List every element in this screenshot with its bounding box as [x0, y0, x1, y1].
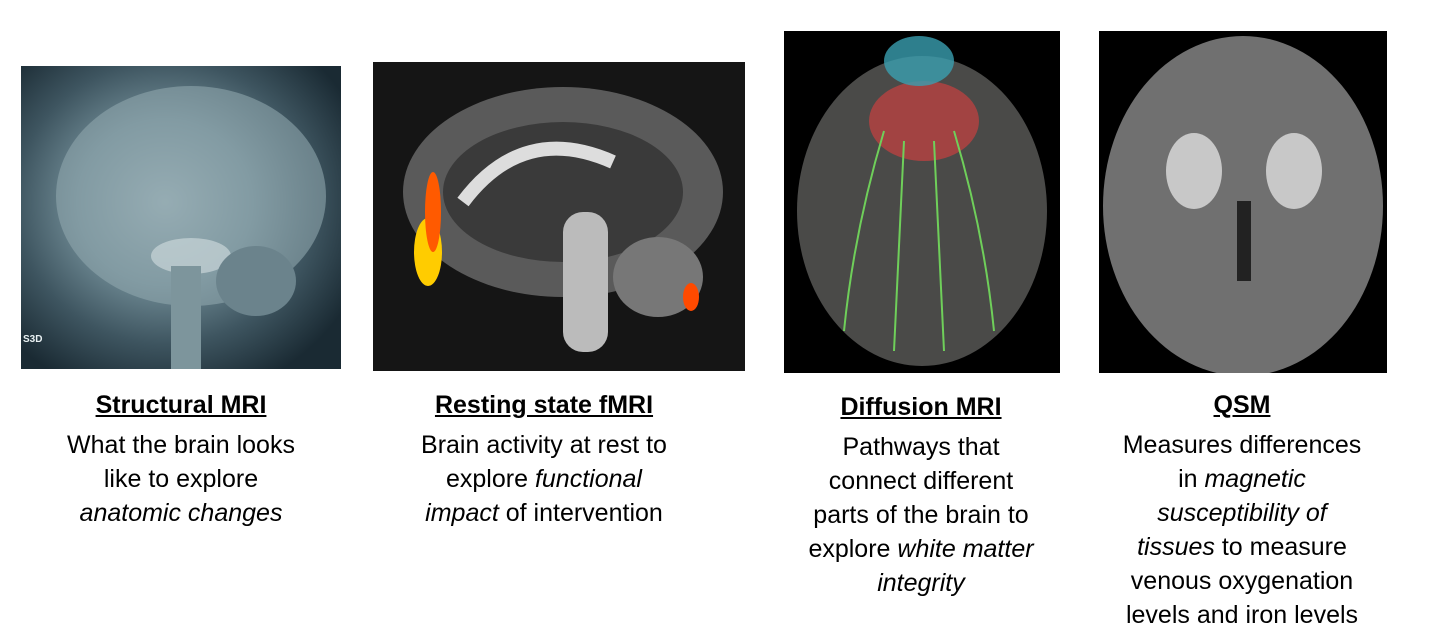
qsm-brain-illustration: [1103, 36, 1383, 373]
emphasis-text: anatomic changes: [79, 499, 283, 527]
text: What the brain looks: [67, 431, 295, 459]
text: levels and iron levels: [1125, 601, 1359, 629]
resting-state-fmri-image: [373, 62, 745, 371]
fmri-brain-illustration: [403, 87, 723, 352]
sagittal-brain-illustration: [56, 86, 326, 369]
text: explore: [808, 535, 898, 563]
qsm-image: [1099, 31, 1387, 373]
panel-resting-state-fmri: Resting state fMRI Brain activity at res…: [374, 390, 714, 530]
emphasis-text: magnetic: [1204, 465, 1306, 493]
emphasis-text: white matter: [897, 535, 1034, 563]
diffusion-mri-image: [784, 31, 1060, 373]
panel-title: Diffusion MRI: [840, 393, 1002, 421]
tractography-illustration: [797, 36, 1047, 366]
panel-title: Structural MRI: [95, 391, 267, 419]
panel-description: Brain activity at rest to explore functi…: [374, 428, 714, 530]
text: of intervention: [498, 499, 663, 527]
panel-title: QSM: [1213, 391, 1271, 419]
text: venous oxygenation: [1130, 567, 1354, 595]
image-label: S3D: [23, 334, 43, 345]
text: Brain activity at rest to: [421, 431, 667, 459]
text: in: [1178, 465, 1205, 493]
text: Pathways that: [842, 433, 1000, 461]
panel-description: Pathways that connect different parts of…: [771, 430, 1071, 600]
text: parts of the brain to: [813, 501, 1029, 529]
text: like to explore: [103, 465, 259, 493]
panel-description: What the brain looks like to explore ana…: [21, 428, 341, 530]
panel-structural-mri: Structural MRI What the brain looks like…: [21, 390, 341, 530]
emphasis-text: functional: [534, 465, 642, 493]
panel-title: Resting state fMRI: [434, 391, 654, 419]
text: Measures differences: [1122, 431, 1362, 459]
emphasis-text: impact: [425, 499, 499, 527]
emphasis-text: tissues: [1137, 533, 1215, 561]
emphasis-text: integrity: [877, 569, 965, 597]
text: connect different: [828, 467, 1014, 495]
panel-qsm: QSM Measures differences in magnetic sus…: [1092, 390, 1392, 632]
text: explore: [446, 465, 535, 493]
emphasis-text: susceptibility of: [1157, 499, 1327, 527]
panel-description: Measures differences in magnetic suscept…: [1092, 428, 1392, 632]
structural-mri-image: S3D: [21, 66, 341, 369]
panel-diffusion-mri: Diffusion MRI Pathways that connect diff…: [771, 392, 1071, 600]
text: to measure: [1214, 533, 1347, 561]
